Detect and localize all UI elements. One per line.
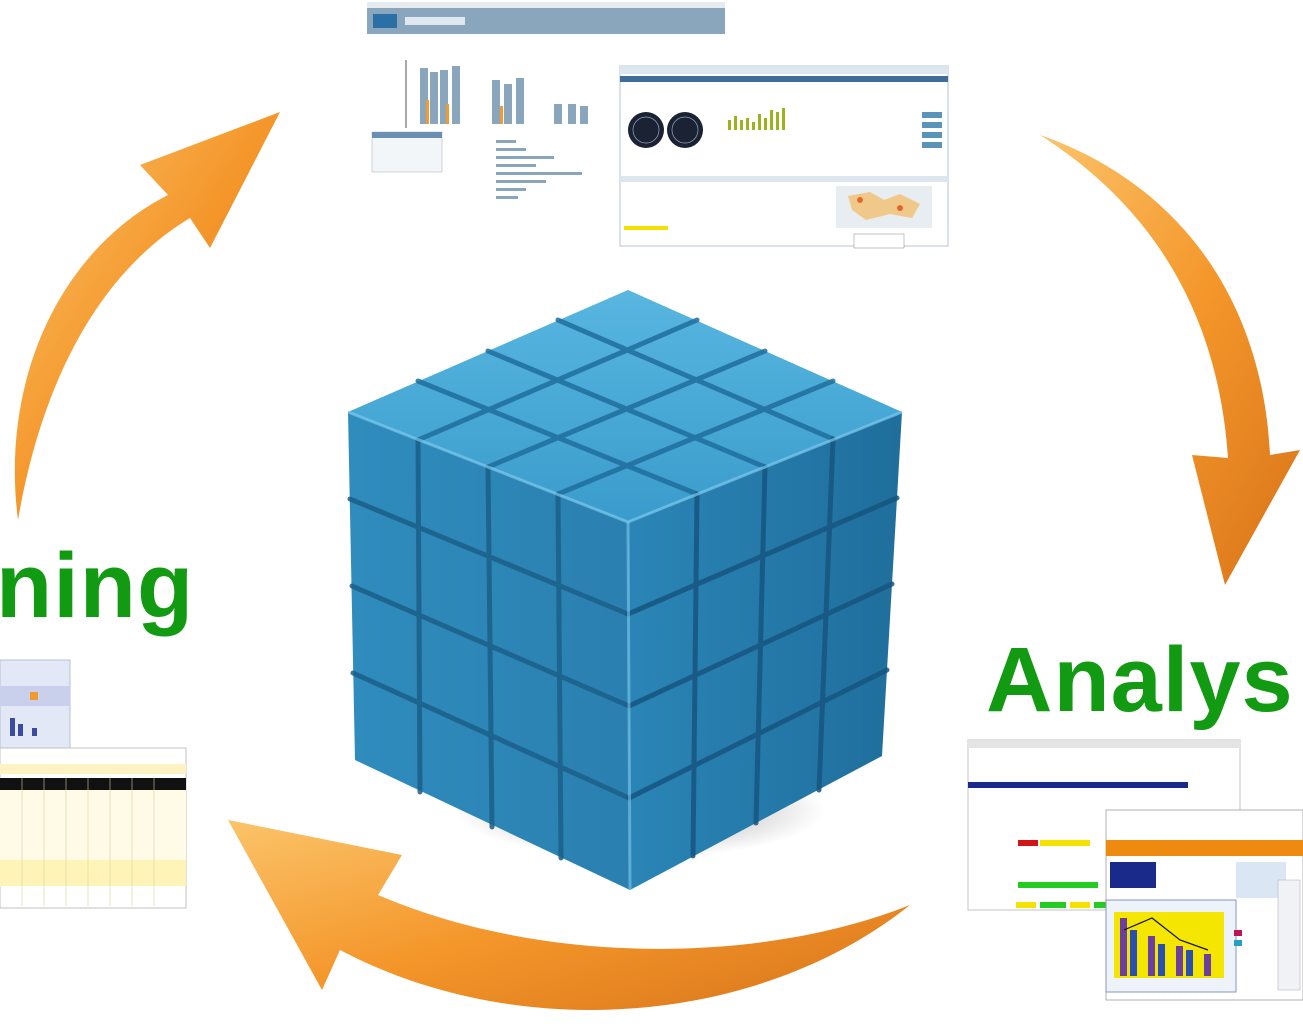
olap-cube-icon xyxy=(347,290,903,891)
curved-arrow-icon xyxy=(228,820,910,1010)
planning-label: ning xyxy=(0,535,195,637)
dashboard-thumbnail xyxy=(367,2,725,50)
curved-arrow-icon xyxy=(14,112,281,520)
analysis-label: Analys xyxy=(986,629,1294,731)
curved-arrow-icon xyxy=(1040,135,1300,585)
